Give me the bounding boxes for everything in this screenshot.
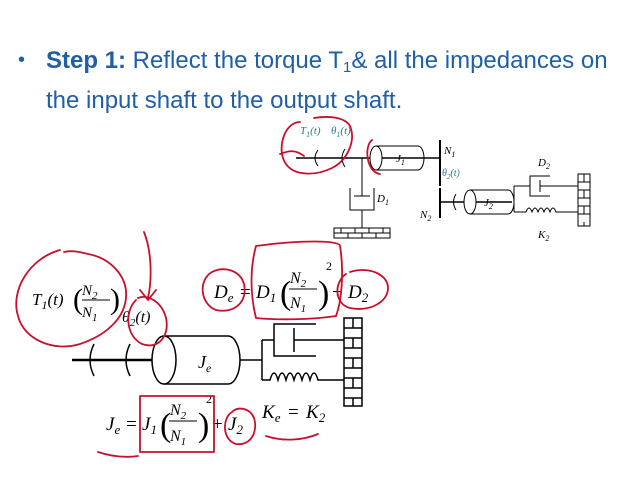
wall-top bbox=[577, 173, 591, 227]
annotation-circle-torque bbox=[280, 116, 353, 175]
D1-label: D1 bbox=[376, 193, 389, 207]
svg-text:J1: J1 bbox=[142, 414, 157, 437]
top-theta1-label: θ1(t) bbox=[331, 125, 351, 139]
equivalent-torque-label: T1(t) ( N2 N1 ) bbox=[32, 283, 120, 324]
equivalent-torque-arrow-icon bbox=[89, 343, 95, 377]
spring-k2 bbox=[514, 207, 578, 214]
svg-text:(: ( bbox=[73, 283, 83, 316]
svg-text:N1: N1 bbox=[289, 295, 306, 315]
damper-d1 bbox=[333, 158, 391, 239]
annotation-mark-j1 bbox=[366, 139, 381, 175]
K2-label: K2 bbox=[537, 229, 549, 243]
svg-text:(: ( bbox=[160, 407, 171, 444]
D2-label: D2 bbox=[537, 157, 550, 171]
N1-label: N1 bbox=[443, 145, 455, 159]
equivalent-theta2-label: θ2(t) bbox=[122, 309, 150, 329]
inertia-j1 bbox=[369, 145, 425, 171]
theta2-arrow-icon bbox=[453, 193, 457, 211]
equivalent-theta-arrow-icon bbox=[125, 343, 131, 377]
angle-arrow-icon bbox=[341, 148, 346, 168]
bullet-text-b: & all the impedances on the input shaft … bbox=[46, 47, 608, 114]
svg-text:D1: D1 bbox=[255, 282, 276, 305]
top-theta2-label: θ2(t) bbox=[442, 168, 461, 181]
equivalent-system bbox=[72, 317, 363, 407]
svg-text:N1: N1 bbox=[81, 305, 98, 324]
svg-text:): ) bbox=[110, 283, 120, 316]
bullet-text: Step 1: Reflect the torque T1& all the i… bbox=[46, 44, 636, 117]
annotation-circle-j2 bbox=[224, 407, 257, 445]
top-T1-label: T1(t) bbox=[300, 125, 321, 139]
spring-ke bbox=[262, 372, 344, 383]
top-gear-system bbox=[296, 140, 591, 239]
wall-bottom bbox=[343, 317, 363, 407]
annotation-circle-torque-ratio bbox=[15, 249, 127, 348]
step-label: Step 1: bbox=[46, 47, 127, 74]
svg-text:): ) bbox=[318, 275, 329, 312]
svg-text:2: 2 bbox=[326, 259, 332, 273]
annotation-circle-de bbox=[201, 268, 246, 312]
handwritten-annotations bbox=[15, 116, 389, 458]
svg-text:K2: K2 bbox=[305, 402, 326, 425]
annotation-arrowhead-icon bbox=[139, 289, 157, 301]
svg-text:+: + bbox=[212, 414, 223, 435]
svg-text:N2: N2 bbox=[289, 270, 307, 290]
svg-text:=: = bbox=[126, 414, 137, 435]
annotation-underline-je bbox=[97, 451, 139, 458]
svg-text:(: ( bbox=[280, 275, 291, 312]
annotation-underline-ke bbox=[265, 433, 319, 441]
Je-equation: Je = J1 ( N2 N1 ) 2 + J2 bbox=[106, 392, 243, 448]
damper-d2 bbox=[514, 175, 578, 197]
torque-arrow-icon bbox=[314, 149, 319, 167]
N2-label: N2 bbox=[419, 209, 431, 223]
svg-text:Je: Je bbox=[106, 414, 120, 437]
J1-label: J1 bbox=[396, 153, 405, 167]
inertia-je bbox=[151, 335, 241, 385]
svg-text:N1: N1 bbox=[169, 428, 186, 448]
svg-text:2: 2 bbox=[206, 392, 212, 406]
svg-text:Ke: Ke bbox=[261, 402, 281, 425]
bullet-text-sub: 1 bbox=[343, 59, 352, 76]
bullet-text-a: Reflect the torque T bbox=[126, 47, 344, 74]
annotation-circle-theta2 bbox=[127, 296, 168, 347]
svg-text:N2: N2 bbox=[169, 402, 187, 422]
svg-text:): ) bbox=[198, 407, 209, 444]
svg-text:=: = bbox=[288, 402, 299, 423]
svg-text:J2: J2 bbox=[228, 414, 243, 437]
Ke-equation: Ke = K2 bbox=[261, 402, 326, 425]
svg-text:T1(t): T1(t) bbox=[32, 290, 64, 312]
bullet-symbol: • bbox=[18, 49, 26, 71]
J2-label: J2 bbox=[484, 197, 493, 211]
Je-label: Je bbox=[198, 352, 212, 375]
annotation-box-j1-term bbox=[139, 395, 215, 453]
annotation-arrow bbox=[143, 231, 152, 299]
annotation-mark-arrow-top bbox=[279, 150, 305, 157]
svg-text:De: De bbox=[213, 282, 234, 305]
damper-de bbox=[240, 323, 344, 380]
svg-text:N2: N2 bbox=[81, 283, 98, 302]
svg-text:D2: D2 bbox=[347, 282, 369, 305]
annotation-box-d1-term bbox=[250, 240, 343, 321]
annotation-circle-d2 bbox=[336, 269, 389, 310]
